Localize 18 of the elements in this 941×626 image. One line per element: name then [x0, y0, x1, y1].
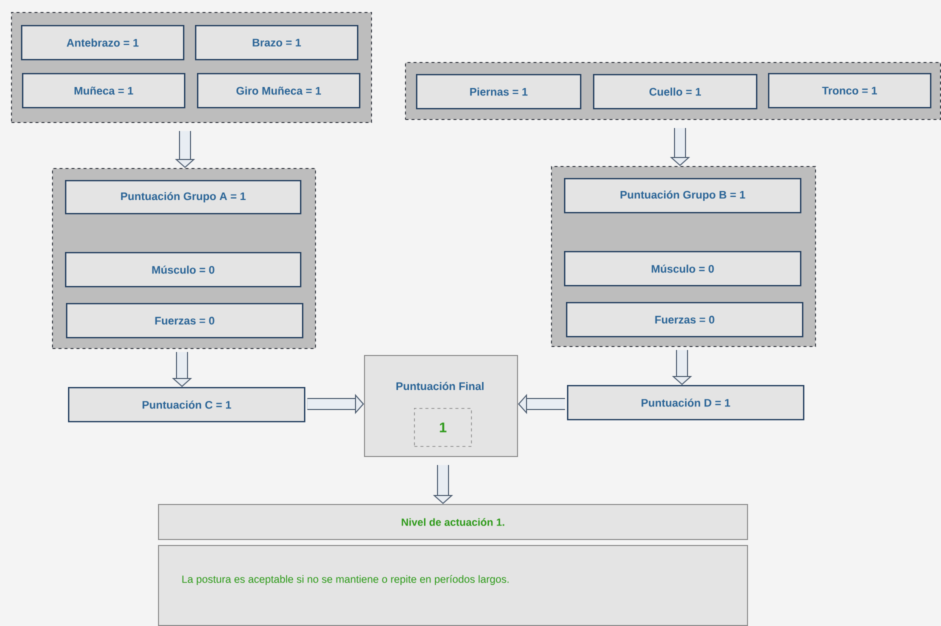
- value-box: 1: [414, 408, 472, 447]
- score-box: Muñeca = 1: [22, 73, 186, 108]
- score-box: Antebrazo = 1: [21, 25, 184, 60]
- score-box: Brazo = 1: [195, 25, 358, 60]
- score-box: Fuerzas = 0: [66, 303, 304, 338]
- score-box: Músculo = 0: [65, 252, 302, 288]
- level-header: Nivel de actuación 1.: [158, 504, 748, 540]
- score-box: Cuello = 1: [593, 74, 758, 110]
- score-box: Puntuación C = 1: [68, 387, 306, 422]
- score-box: Piernas = 1: [416, 74, 582, 110]
- score-box: Fuerzas = 0: [566, 302, 804, 338]
- score-box: Puntuación D = 1: [567, 385, 804, 420]
- score-box: Músculo = 0: [564, 251, 802, 286]
- score-box: Puntuación Grupo A = 1: [65, 180, 302, 214]
- score-box: Giro Muñeca = 1: [197, 73, 360, 108]
- description-box: La postura es aceptable si no se mantiene o repite en períodos largos.: [158, 545, 748, 626]
- score-box: Puntuación Grupo B = 1: [564, 178, 802, 214]
- score-box: Tronco = 1: [768, 73, 932, 108]
